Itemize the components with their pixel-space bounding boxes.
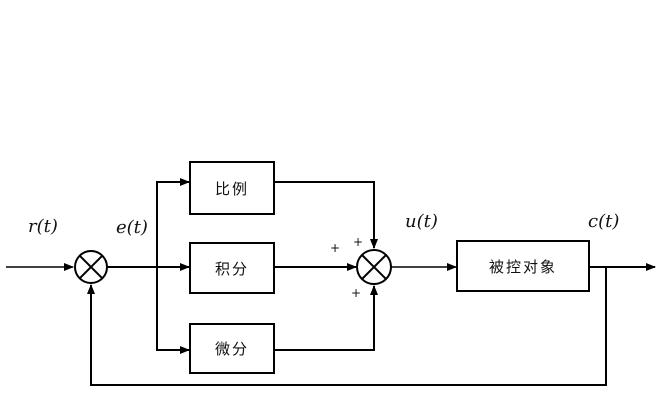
- control-signal-label: u(t): [405, 211, 438, 232]
- proportional-output-line: [274, 181, 378, 249]
- derivative-output-line: [274, 285, 378, 351]
- feedback-line: [87, 267, 607, 386]
- control-summing-junction: [356, 249, 392, 285]
- integral-block: 积分: [189, 242, 275, 294]
- output-signal-label: c(t): [588, 211, 619, 232]
- input-signal-label: r(t): [28, 216, 58, 237]
- integral-label: 积分: [215, 260, 249, 278]
- derivative-sign: +: [351, 286, 361, 300]
- proportional-label: 比例: [215, 180, 249, 198]
- proportional-block: 比例: [189, 161, 275, 215]
- integral-sign: +: [330, 241, 340, 255]
- derivative-block: 微分: [189, 323, 275, 374]
- error-summing-junction: [74, 250, 108, 284]
- derivative-label: 微分: [215, 340, 249, 358]
- plant-label: 被控对象: [489, 258, 557, 276]
- error-signal-label: e(t): [116, 217, 148, 238]
- plant-block: 被控对象: [456, 240, 590, 292]
- proportional-sign: +: [353, 235, 363, 249]
